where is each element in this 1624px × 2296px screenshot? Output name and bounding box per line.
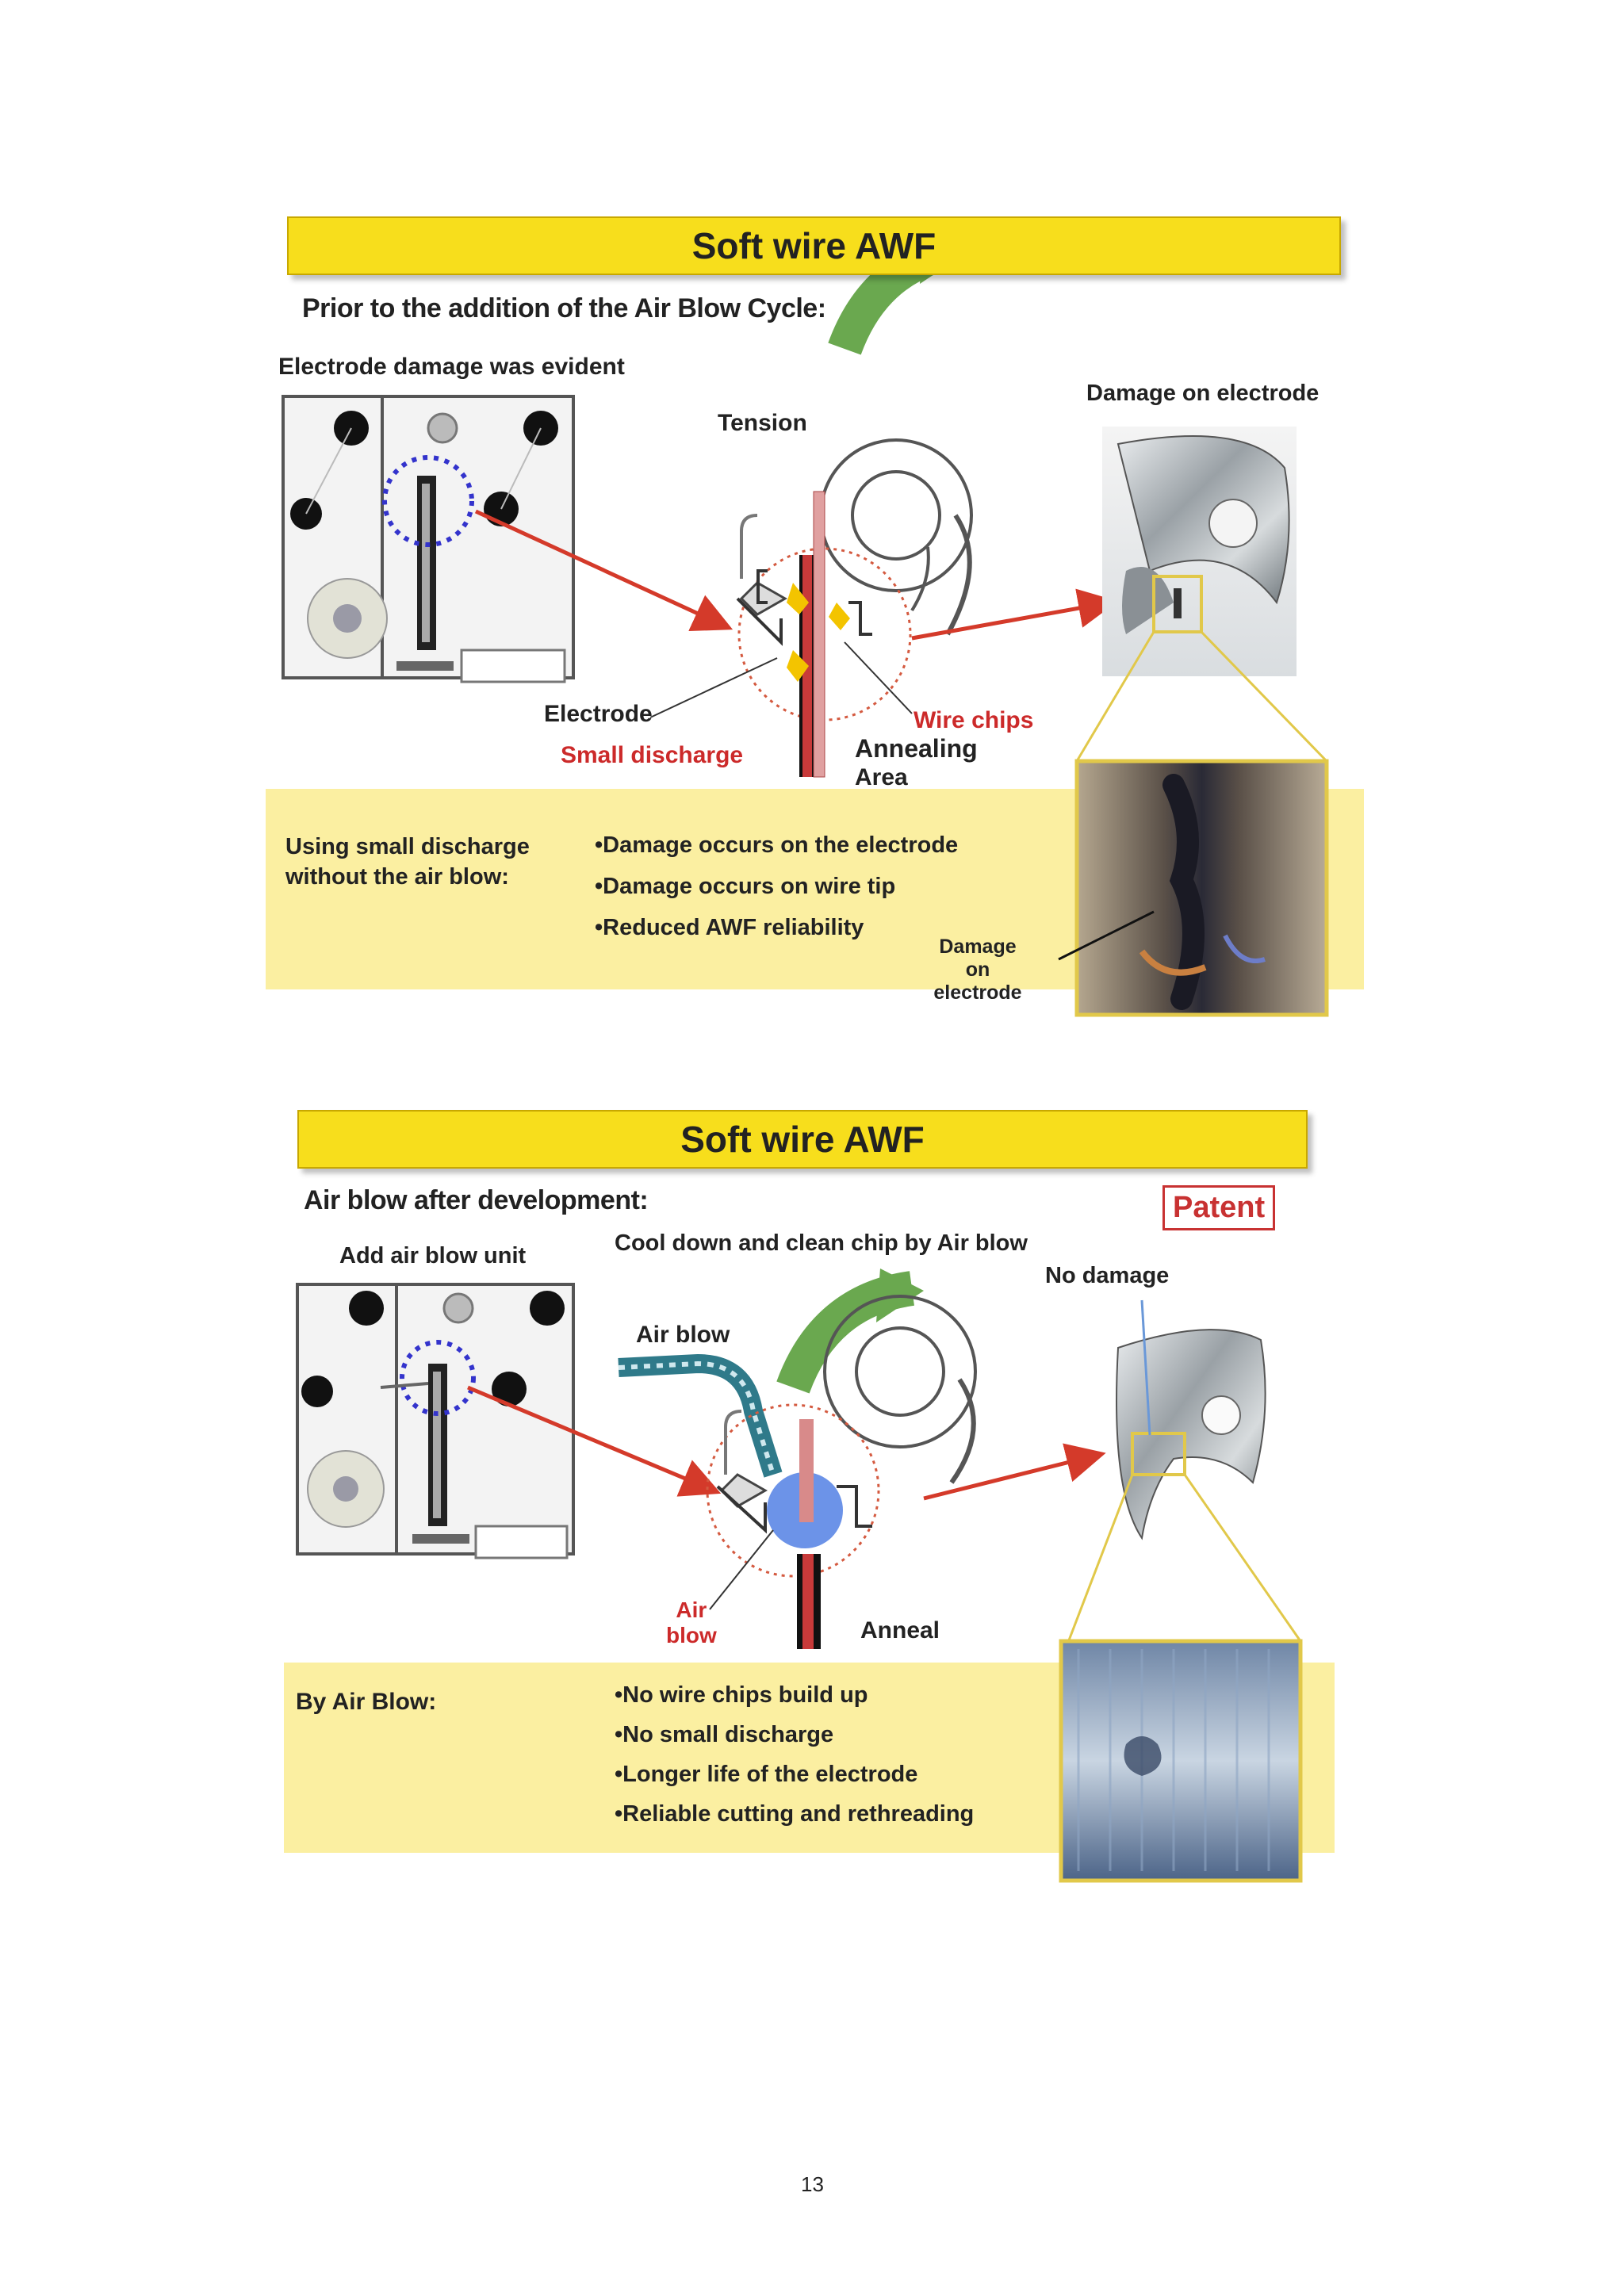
leader-wirechips-1 (844, 641, 913, 714)
micrograph-2 (1059, 1639, 1303, 1883)
label-damage-on-line1: Damage on (939, 936, 1017, 981)
patent-badge: Patent (1162, 1185, 1276, 1230)
electrode-photo-1 (1075, 427, 1328, 763)
electrode-photo-2 (1059, 1299, 1302, 1662)
panel2-center-caption: Cool down and clean chip by Air blow (615, 1230, 1028, 1256)
label-damage-on: Damage on electrode (926, 936, 1029, 1004)
micrograph-1 (1074, 759, 1329, 1017)
leader-electrode-1 (649, 657, 778, 718)
panel2-title: Soft wire AWF (297, 1110, 1308, 1169)
bullet: Damage occurs on wire tip (595, 866, 958, 907)
label-air-blow-short: Air blow (666, 1598, 717, 1648)
panel1-title: Soft wire AWF (287, 216, 1341, 275)
label-area: Area (855, 764, 908, 790)
machine-schematic-2 (296, 1283, 575, 1559)
band1-title-line1: Using small discharge (285, 834, 530, 859)
label-air-blow: Air blow (636, 1322, 730, 1348)
panel1-right-caption: Damage on electrode (1086, 381, 1320, 406)
band2-title: By Air Blow: (296, 1689, 437, 1715)
cutting-mechanism-2 (618, 1269, 977, 1649)
band1-title-line2: without the air blow: (285, 864, 509, 890)
band2-bullets: No wire chips build up No small discharg… (615, 1675, 974, 1834)
zoom-arrow-3 (467, 1385, 722, 1497)
page-number: 13 (801, 2172, 824, 2196)
label-damage-on-line2: electrode (933, 981, 1022, 1004)
machine-schematic-1 (282, 395, 575, 683)
label-small-discharge: Small discharge (561, 742, 744, 768)
band1-bullets: Damage occurs on the electrode Damage oc… (595, 825, 958, 948)
panel2-right-caption: No damage (1045, 1263, 1170, 1288)
panel2-subtitle: Air blow after development: (304, 1185, 649, 1215)
zoom-arrow-4 (923, 1443, 1106, 1501)
label-electrode: Electrode (544, 701, 653, 727)
label-air: Air (676, 1598, 707, 1622)
panel2-left-caption: Add air blow unit (339, 1243, 527, 1269)
bullet: Longer life of the electrode (615, 1755, 974, 1794)
panel1-left-caption: Electrode damage was evident (278, 354, 625, 380)
bullet: No small discharge (615, 1715, 974, 1755)
zoom-arrow-1 (474, 509, 733, 631)
bullet: Damage occurs on the electrode (595, 825, 958, 866)
bullet: Reduced AWF reliability (595, 907, 958, 948)
label-wire-chips: Wire chips (914, 707, 1034, 733)
label-annealing: Annealing (855, 734, 978, 763)
label-anneal: Anneal (860, 1617, 940, 1644)
label-blow: blow (666, 1623, 717, 1648)
label-tension: Tension (718, 410, 807, 436)
leader-damage-1 (1058, 910, 1155, 961)
panel1-subtitle: Prior to the addition of the Air Blow Cy… (302, 293, 826, 323)
bullet: Reliable cutting and rethreading (615, 1794, 974, 1834)
zoom-arrow-2 (911, 588, 1118, 641)
bullet: No wire chips build up (615, 1675, 974, 1715)
